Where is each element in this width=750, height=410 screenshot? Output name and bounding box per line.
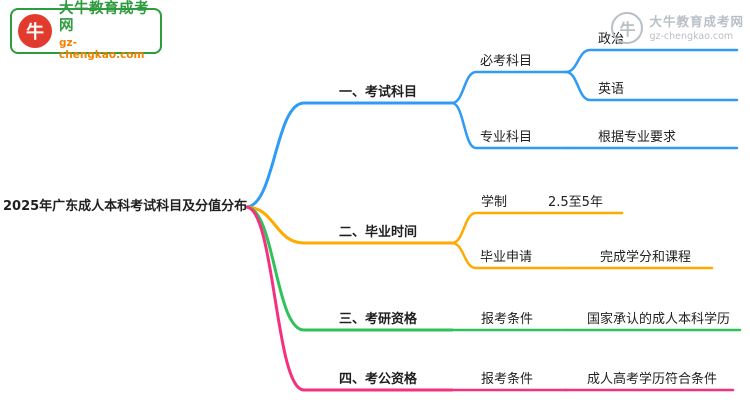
node-postgrad-eligibility: 三、考研资格 <box>339 312 418 327</box>
node-graduation-time: 二、毕业时间 <box>339 225 418 240</box>
watermark-logo-icon: 牛 <box>611 12 644 44</box>
site-watermark: 牛 大牛教育成考网 gz-chengkao.com <box>611 12 744 44</box>
node-english: 英语 <box>598 82 625 97</box>
root-node: 2025年广东成人本科考试科目及分值分布 <box>3 199 248 214</box>
node-required-subjects-line <box>450 70 568 105</box>
bull-logo-icon: 牛 <box>18 14 52 48</box>
watermark-site-name: 大牛教育成考网 <box>649 13 744 29</box>
site-url: gz-chengkao.com <box>59 36 145 61</box>
node-major-subjects-line <box>450 101 568 150</box>
node-study-length: 学制 <box>481 195 508 210</box>
site-logo: 牛 大牛教育成考网 gz-chengkao.com <box>10 1 162 61</box>
node-postgrad-conditions: 报考条件 <box>481 312 534 327</box>
node-civilservice-conditions: 报考条件 <box>481 372 534 387</box>
node-major-subjects: 专业科目 <box>480 130 533 145</box>
watermark-text: 大牛教育成考网 gz-chengkao.com <box>649 14 744 42</box>
branch-civilservice-eligibility-line <box>244 205 454 392</box>
node-exam-subjects: 一、考试科目 <box>339 85 418 100</box>
node-required-subjects: 必考科目 <box>480 54 533 69</box>
node-credits-courses: 完成学分和课程 <box>600 250 692 265</box>
node-years-range: 2.5至5年 <box>548 195 603 210</box>
node-study-length-line <box>450 211 536 245</box>
watermark-site-url: gz-chengkao.com <box>649 30 734 42</box>
node-per-major: 根据专业要求 <box>598 130 677 145</box>
node-gaokao-qualified: 成人高考学历符合条件 <box>587 372 718 387</box>
site-name: 大牛教育成考网 <box>59 1 149 34</box>
branch-graduation-time-line <box>244 205 454 245</box>
branch-exam-subjects-line <box>244 101 454 209</box>
node-state-recognized: 国家承认的成人本科学历 <box>587 312 731 327</box>
node-graduation-apply: 毕业申请 <box>480 250 533 265</box>
node-politics-line <box>564 48 739 74</box>
site-logo-text: 大牛教育成考网 gz-chengkao.com <box>59 1 154 60</box>
node-civilservice-eligibility: 四、考公资格 <box>339 372 418 387</box>
node-english-line <box>564 70 739 102</box>
node-graduation-apply-line <box>450 241 568 270</box>
